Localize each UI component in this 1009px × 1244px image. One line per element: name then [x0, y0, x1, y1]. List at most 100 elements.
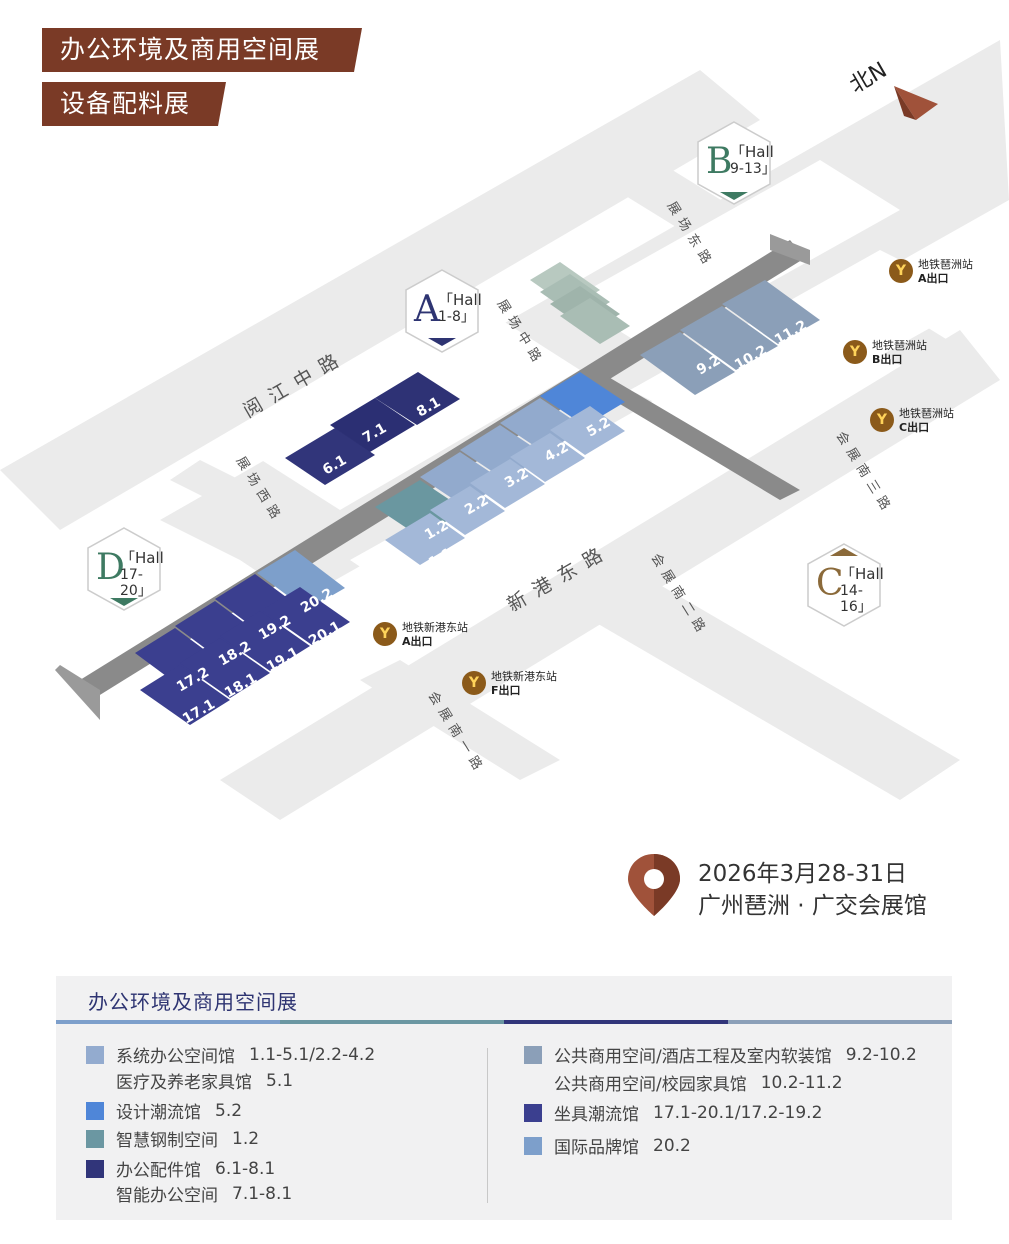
hall-word: 「Hall: [120, 549, 164, 567]
hall-2-1: [430, 486, 505, 535]
venue-map: 6.1 7.1 8.1 1.2 2.2 3.2 4.2 5.2 1.1 2.1 …: [0, 40, 1009, 820]
legend-item-smart-office: 智能办公空间 7.1-8.1: [86, 1181, 293, 1207]
legend-value: 10.2-11.2: [760, 1072, 843, 1093]
hall-11-2: [722, 280, 820, 344]
legend-value: 6.1-8.1: [215, 1158, 276, 1179]
hall-6-1: [285, 428, 375, 485]
legend-name: 国际品牌馆: [554, 1138, 639, 1158]
hall-range: 1-8」: [438, 309, 475, 325]
hall-20-1: [262, 587, 350, 645]
hall-3-1: [470, 459, 545, 508]
legend-item-international: 国际品牌馆 20.2: [524, 1133, 691, 1158]
legend-swatch: [86, 1101, 104, 1120]
legend-value: 17.1-20.1/17.2-19.2: [653, 1102, 823, 1123]
legend-name: 办公配件馆: [116, 1161, 201, 1181]
legend-swatch: [524, 1045, 542, 1064]
hexagon-icon: [697, 121, 771, 205]
metro-exit: A出口: [402, 635, 433, 648]
legend-swatch: [86, 1129, 104, 1148]
legend-item-steel: 智慧钢制空间 1.2: [86, 1126, 259, 1151]
legend-item-design: 设计潮流馆 5.2: [86, 1098, 242, 1123]
legend-swatch: [524, 1103, 542, 1122]
metro-logo-icon: Y: [843, 340, 867, 364]
legend-name: 公共商用空间/校园家具馆: [554, 1075, 747, 1095]
hall-10-2: [680, 306, 778, 370]
event-info: 2026年3月28-31日 广州琶洲 · 广交会展馆: [626, 852, 986, 922]
hall-range: 17-20」: [120, 567, 152, 599]
hall-word: 「Hall: [730, 143, 774, 161]
metro-logo-icon: Y: [462, 671, 486, 695]
legend-name: 公共商用空间/酒店工程及室内软装馆: [554, 1047, 832, 1067]
legend-item-public-campus: 公共商用空间/校园家具馆 10.2-11.2: [524, 1070, 843, 1096]
hall-range: 14-16」: [840, 583, 872, 615]
legend-value: 1.2: [232, 1128, 260, 1149]
legend-value: 5.2: [215, 1100, 243, 1121]
hall-20-2: [257, 550, 345, 610]
hall-b-blocks: [530, 262, 630, 344]
title-banner-office: 办公环境及商用空间展: [42, 28, 362, 72]
hall-letter: B: [706, 141, 733, 182]
legend-name: 智能办公空间: [116, 1186, 218, 1206]
title-banner-equipment: 设备配料展: [42, 82, 226, 126]
hall-word: 「Hall: [840, 565, 884, 583]
legend-item-seating: 坐具潮流馆 17.1-20.1/17.2-19.2: [524, 1100, 822, 1125]
metro-station: 地铁琶洲站: [899, 407, 954, 420]
legend-value: 7.1-8.1: [232, 1183, 293, 1204]
event-venue: 广州琶洲 · 广交会展馆: [698, 893, 927, 919]
hall-2-2: [420, 452, 505, 507]
hall-9-2: [640, 332, 735, 395]
legend-bar-segment: [56, 1020, 280, 1024]
legend-bar-segment: [504, 1020, 728, 1024]
location-pin-icon: [628, 854, 680, 916]
metro-exit: A出口: [918, 272, 949, 285]
hall-5-1: [550, 406, 625, 455]
legend-value: 20.2: [653, 1135, 691, 1156]
hall-badge-d: D 「Hall 17-20」: [86, 526, 164, 612]
legend-swatch: [86, 1159, 104, 1178]
legend-title: 办公环境及商用空间展: [88, 990, 298, 1014]
hexagon-icon: [807, 543, 881, 627]
hall-18-1: [180, 638, 270, 698]
metro-exit: C出口: [899, 421, 930, 434]
metro-logo-icon: Y: [870, 408, 894, 432]
legend-swatch: [86, 1045, 104, 1064]
metro-exit: F出口: [491, 684, 521, 697]
hexagon-icon: [405, 269, 479, 353]
legend-panel: 办公环境及商用空间展 系统办公空间馆 1.1-5.1/2.2-4.2 医疗及养老…: [56, 976, 952, 1220]
hall-group-1-5-lower: [385, 406, 625, 565]
hall-badge-c: C 「Hall 14-16」: [806, 542, 884, 628]
hall-8-1: [375, 372, 460, 425]
hall-1-1: [385, 513, 465, 565]
metro-station: 地铁琶洲站: [918, 258, 973, 271]
metro-station: 地铁新港东站: [491, 670, 557, 683]
legend-name: 设计潮流馆: [116, 1103, 201, 1123]
legend-value: 1.1-5.1/2.2-4.2: [249, 1044, 376, 1065]
legend-name: 智慧钢制空间: [116, 1131, 218, 1151]
legend-name: 系统办公空间馆: [116, 1047, 235, 1067]
hall-word: 「Hall: [438, 291, 482, 309]
hall-19-1: [220, 611, 310, 671]
hall-letter: A: [414, 289, 440, 330]
legend-item-medical: 医疗及养老家具馆 5.1: [86, 1068, 294, 1094]
hall-group-17-20: [135, 550, 350, 725]
north-arrow-icon: [894, 86, 938, 120]
hall-group-6-8: [285, 372, 460, 485]
hall-5-2: [540, 372, 625, 426]
legend-name: 坐具潮流馆: [554, 1105, 639, 1125]
legend-bar-segment: [280, 1020, 504, 1024]
hall-group-9-11: [640, 280, 820, 395]
hall-17-1: [140, 665, 230, 725]
legend-item-system-office: 系统办公空间馆 1.1-5.1/2.2-4.2: [86, 1042, 375, 1067]
hexagon-icon: [87, 527, 161, 611]
legend-value: 5.1: [266, 1070, 294, 1091]
legend-item-public-hotel: 公共商用空间/酒店工程及室内软装馆 9.2-10.2: [524, 1042, 917, 1067]
metro-exit: B出口: [872, 353, 903, 366]
legend-swatch: [524, 1136, 542, 1155]
hall-4-1: [510, 433, 585, 482]
hall-7-1: [330, 398, 415, 452]
